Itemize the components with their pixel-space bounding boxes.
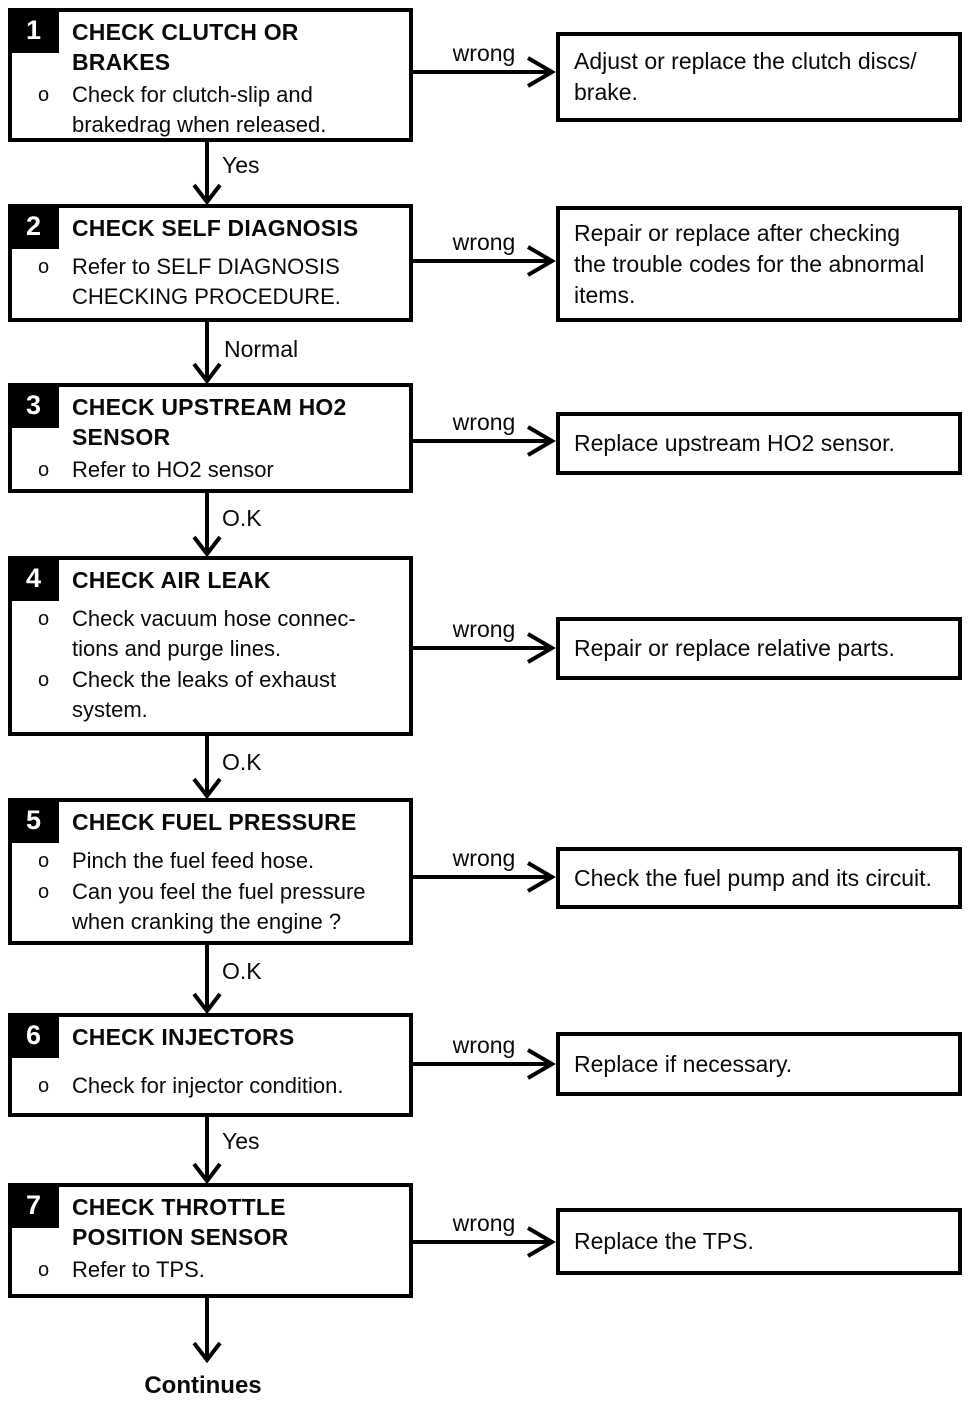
connector-label: O.K (222, 958, 262, 984)
step-number-badge: 4 (8, 556, 59, 601)
bullet-marker: o (38, 459, 50, 481)
flow-7-continues-head (192, 1341, 222, 1364)
step-number-badge: 3 (8, 383, 59, 428)
bullet-item: o Refer to SELF DIAGNOSIS CHECKING PROCED… (12, 252, 409, 312)
connector-label: Yes (222, 152, 260, 178)
bullet-text: Refer to TPS. (72, 1257, 205, 1282)
step-bullets: o Refer to TPS. (12, 1255, 409, 1285)
result-text: Replace if necessary. (574, 1050, 793, 1077)
step-number-badge: 1 (8, 8, 59, 53)
result-box-2: Repair or replace after checking the tro… (556, 206, 962, 322)
step-title: CHECK UPSTREAM HO2 SENSOR (72, 394, 347, 450)
bullet-marker: o (38, 669, 50, 691)
flow-4-5-head (192, 777, 222, 800)
step-number-badge: 5 (8, 798, 59, 843)
result-box-3: Replace upstream HO2 sensor. (556, 412, 962, 475)
result-text: Repair or replace after checking the tro… (574, 219, 925, 308)
bullet-item: o Check for injector condition. (12, 1071, 409, 1101)
bullet-text: Refer to HO2 sensor (72, 457, 274, 482)
flow-3-4-head (192, 535, 222, 558)
step-title: CHECK THROTTLE POSITION SENSOR (72, 1194, 289, 1250)
branch-label-wrong: wrong (452, 229, 516, 255)
bullet-item: o Refer to TPS. (12, 1255, 409, 1285)
connector-label: Yes (222, 1128, 260, 1154)
step-bullets: o Check vacuum hose connec- tions and pur… (12, 604, 409, 725)
step-box-6: 6 CHECK INJECTORS o Check for injector co… (8, 1013, 413, 1117)
bullet-marker: o (38, 608, 50, 630)
step-title: CHECK FUEL PRESSURE (72, 809, 357, 835)
bullet-text: Can you feel the fuel pressure when cran… (72, 879, 366, 934)
step-bullets: o Refer to HO2 sensor (12, 455, 409, 485)
bullet-item: o Refer to HO2 sensor (12, 455, 409, 485)
bullet-item: o Check for clutch-slip and brakedrag whe… (12, 80, 409, 140)
branch-label-wrong: wrong (452, 1032, 516, 1058)
result-text: Adjust or replace the clutch discs/ brak… (574, 48, 917, 105)
bullet-text: Check vacuum hose connec- tions and purg… (72, 606, 356, 661)
flow-5-6-head (192, 992, 222, 1015)
step-number-badge: 7 (8, 1183, 59, 1228)
flow-2-3-head (192, 362, 222, 385)
step-box-1: 1 CHECK CLUTCH OR BRAKES o Check for clut… (8, 8, 413, 142)
step-number: 1 (25, 15, 42, 45)
continues-label: Continues (144, 1372, 262, 1399)
step-number: 5 (25, 805, 42, 835)
step-bullets: o Check for injector condition. (12, 1071, 409, 1101)
bullet-item: o Check vacuum hose connec- tions and pur… (12, 604, 409, 664)
bullet-item: o Check the leaks of exhaust system. (12, 665, 409, 725)
result-text: Repair or replace relative parts. (574, 635, 895, 661)
bullet-marker: o (38, 84, 50, 106)
step-box-2: 2 CHECK SELF DIAGNOSIS o Refer to SELF DI… (8, 204, 413, 322)
step-box-5: 5 CHECK FUEL PRESSURE o Pinch the fuel fe… (8, 798, 413, 945)
step-title: CHECK CLUTCH OR BRAKES (72, 19, 299, 75)
step-bullets: o Check for clutch-slip and brakedrag whe… (12, 80, 409, 140)
connector-label: O.K (222, 505, 262, 531)
step-number: 4 (25, 563, 42, 593)
result-box-6: Replace if necessary. (556, 1032, 962, 1096)
step-number-badge: 6 (8, 1013, 59, 1058)
step-title: CHECK INJECTORS (72, 1024, 295, 1050)
bullet-marker: o (38, 1075, 50, 1097)
step-number: 6 (25, 1020, 42, 1050)
bullet-marker: o (38, 881, 50, 903)
flow-1-2-head (192, 183, 222, 206)
step-box-3: 3 CHECK UPSTREAM HO2 SENSOR o Refer to HO… (8, 383, 413, 493)
step-title: CHECK AIR LEAK (72, 567, 271, 593)
bullet-text: Check the leaks of exhaust system. (72, 667, 337, 722)
result-text: Replace upstream HO2 sensor. (574, 430, 895, 456)
result-text: Replace the TPS. (574, 1228, 754, 1254)
branch-label-wrong: wrong (452, 845, 516, 871)
bullet-text: Check for injector condition. (72, 1073, 344, 1098)
branch-label-wrong: wrong (452, 616, 516, 642)
result-box-7: Replace the TPS. (556, 1208, 962, 1275)
step-bullets: o Refer to SELF DIAGNOSIS CHECKING PROCED… (12, 252, 409, 312)
branch-label-wrong: wrong (452, 1210, 516, 1236)
step-title: CHECK SELF DIAGNOSIS (72, 215, 359, 241)
bullet-item: o Can you feel the fuel pressure when cra… (12, 877, 409, 937)
step-box-4: 4 CHECK AIR LEAK o Check vacuum hose conn… (8, 556, 413, 736)
bullet-text: Check for clutch-slip and brakedrag when… (72, 82, 327, 137)
branch-label-wrong: wrong (452, 409, 516, 435)
result-box-1: Adjust or replace the clutch discs/ brak… (556, 32, 962, 122)
bullet-marker: o (38, 256, 50, 278)
step-box-7: 7 CHECK THROTTLE POSITION SENSOR o Refer … (8, 1183, 413, 1298)
step-number: 7 (25, 1190, 42, 1220)
step-number: 3 (25, 390, 42, 420)
bullet-marker: o (38, 850, 50, 872)
step-number: 2 (25, 211, 42, 241)
bullet-text: Refer to SELF DIAGNOSIS CHECKING PROCEDU… (72, 254, 341, 309)
result-text: Check the fuel pump and its circuit. (574, 864, 932, 891)
flow-6-7-head (192, 1162, 222, 1185)
result-box-4: Repair or replace relative parts. (556, 617, 962, 680)
connector-label: O.K (222, 749, 262, 775)
connector-label: Normal (224, 336, 299, 362)
branch-label-wrong: wrong (452, 40, 516, 66)
bullet-item: o Pinch the fuel feed hose. (12, 846, 409, 876)
bullet-text: Pinch the fuel feed hose. (72, 848, 315, 873)
step-number-badge: 2 (8, 204, 59, 249)
bullet-marker: o (38, 1259, 50, 1281)
result-box-5: Check the fuel pump and its circuit. (556, 847, 962, 909)
